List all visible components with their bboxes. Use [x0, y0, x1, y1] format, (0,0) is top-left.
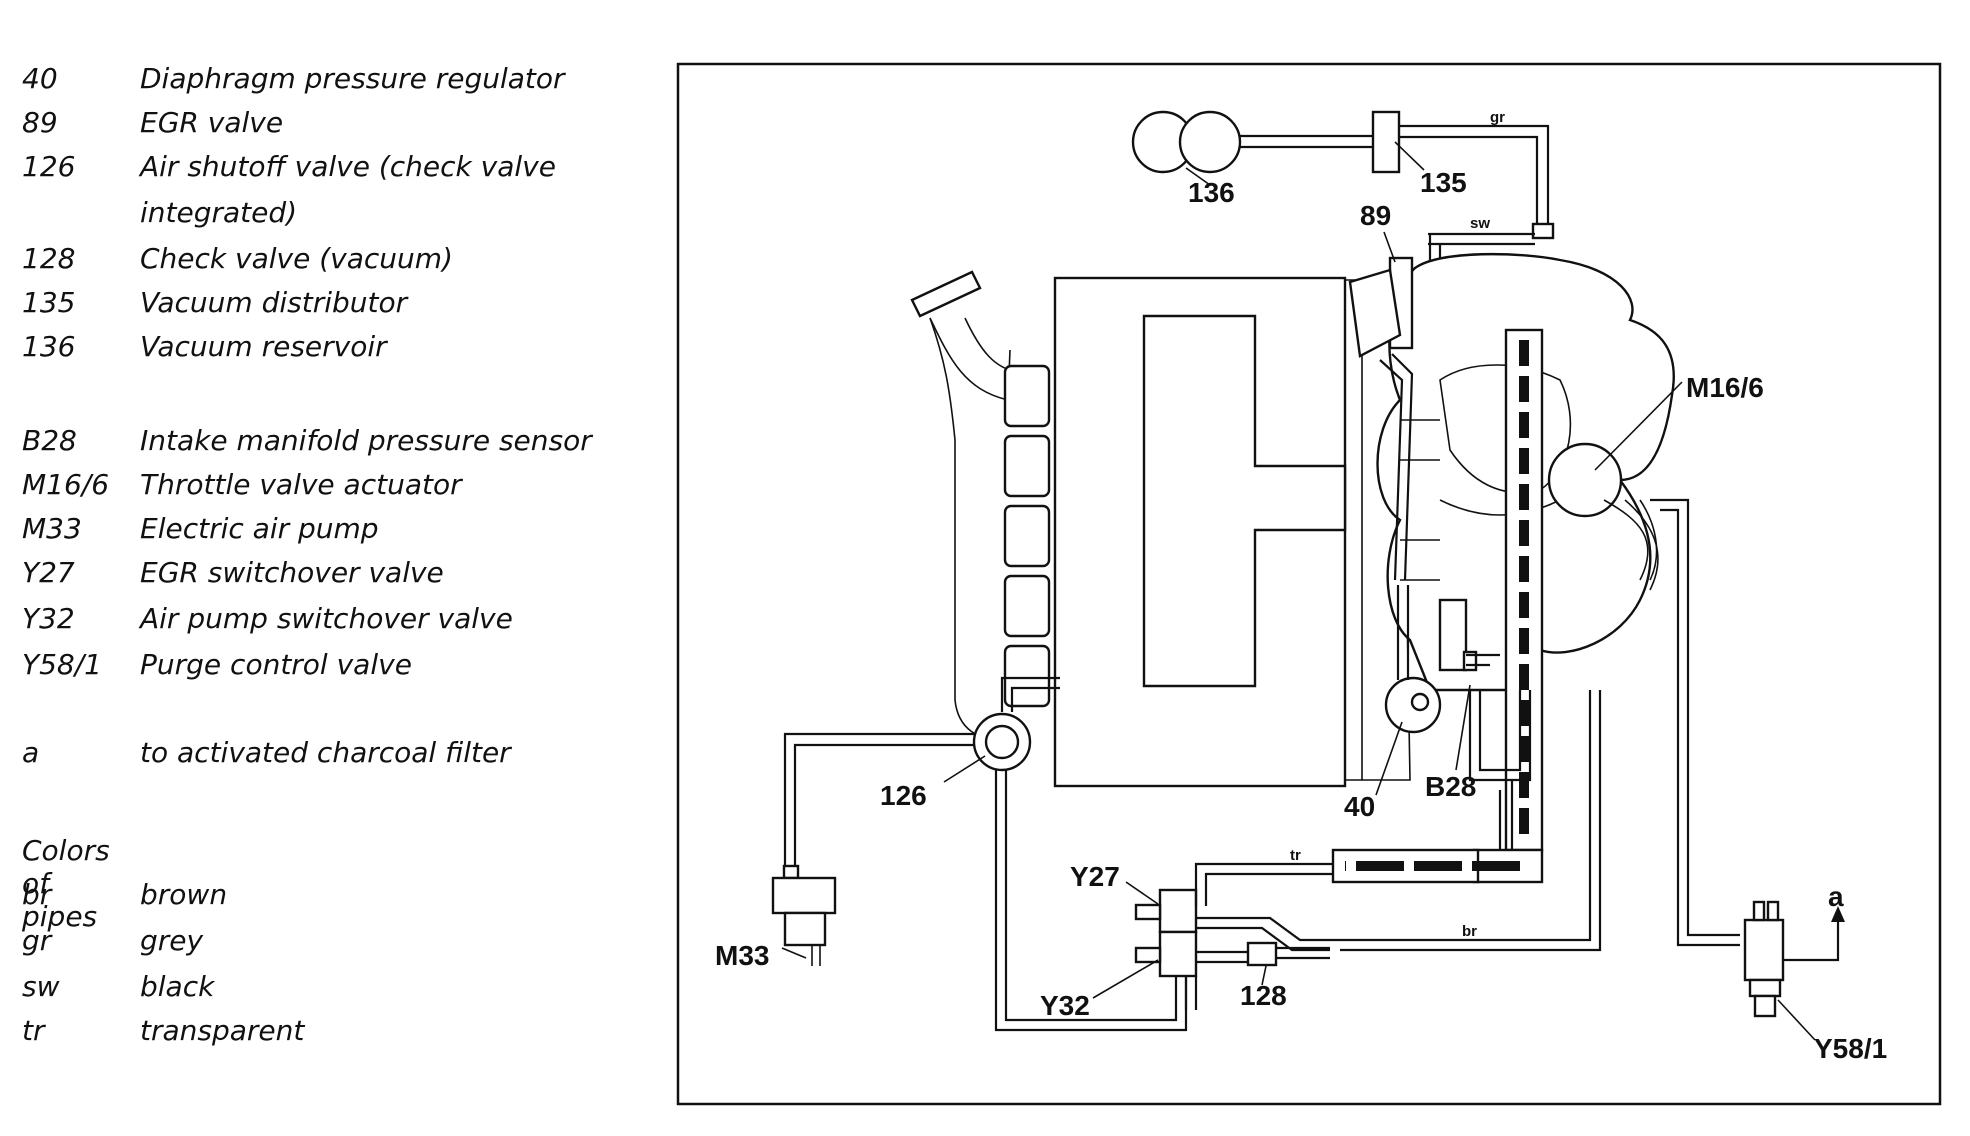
legend-code: B28 — [22, 424, 77, 457]
legend-desc: black — [140, 970, 215, 1003]
vacuum-reservoir-136 — [1131, 110, 1242, 174]
legend-desc: grey — [140, 924, 204, 957]
pipe-br-right — [1330, 690, 1602, 952]
pressure-sensor-b28 — [1438, 598, 1500, 672]
legend-code: Y27 — [22, 556, 75, 589]
legend-code: Y58/1 — [22, 648, 102, 681]
label-89: 89 — [1360, 200, 1391, 231]
legend-desc: EGR switchover valve — [140, 556, 444, 589]
leader-lines — [781, 141, 1816, 1041]
pipe-gr-a — [1240, 134, 1372, 149]
legend-desc: integrated) — [140, 196, 298, 229]
pipe-fitting — [1531, 222, 1555, 240]
egr-valve-89 — [1348, 256, 1414, 581]
pipe-gr-b — [1398, 124, 1550, 226]
label-y27: Y27 — [1070, 861, 1120, 892]
label-m33: M33 — [715, 940, 769, 971]
label-m16-6: M16/6 — [1686, 372, 1764, 403]
label-b28: B28 — [1425, 771, 1476, 802]
legend-code: 126 — [22, 150, 76, 183]
legend-code: 89 — [22, 106, 58, 139]
legend-desc: brown — [140, 878, 228, 911]
label-y32: Y32 — [1040, 990, 1090, 1021]
legend-desc: Electric air pump — [140, 512, 379, 545]
legend-desc: Vacuum reservoir — [140, 330, 387, 363]
pipe-loop — [1468, 690, 1532, 782]
label-135: 135 — [1420, 167, 1467, 198]
legend-code: 128 — [22, 242, 76, 275]
legend-desc: Intake manifold pressure sensor — [140, 424, 592, 457]
legend-code: br — [22, 878, 52, 911]
legend-desc: transparent — [140, 1014, 305, 1047]
legend-panel: 40 Diaphragm pressure regulator 89 EGR v… — [0, 0, 640, 1136]
legend-desc: Check valve (vacuum) — [140, 242, 453, 275]
legend-desc: Air shutoff valve (check valve — [140, 150, 556, 183]
pipe-sensor-link — [1498, 780, 1514, 850]
legend-code: tr — [22, 1014, 45, 1047]
legend-code: sw — [22, 970, 60, 1003]
pipe-manifold-vertical — [1331, 328, 1544, 884]
legend-code: 40 — [22, 62, 58, 95]
diagram-frame — [676, 62, 1942, 1106]
pipe-label-br: br — [1462, 923, 1477, 940]
label-128: 128 — [1240, 980, 1287, 1011]
legend-code: a — [22, 736, 40, 769]
legend-desc: Purge control valve — [140, 648, 412, 681]
legend-code: 135 — [22, 286, 76, 319]
pipe-label-gr: gr — [1490, 109, 1505, 126]
legend-heading: Colors of pipes — [22, 834, 110, 933]
pipe-label-tr: tr — [1290, 847, 1301, 864]
legend-code: M33 — [22, 512, 82, 545]
legend-desc: to activated charcoal filter — [140, 736, 511, 769]
air-filter-housing — [910, 270, 1363, 788]
legend-code: gr — [22, 924, 52, 957]
legend-code: M16/6 — [22, 468, 110, 501]
label-a: a — [1828, 881, 1844, 912]
label-136: 136 — [1188, 177, 1235, 208]
switchover-valves-y27-y32 — [1134, 862, 1333, 1010]
legend-code: 136 — [22, 330, 76, 363]
legend-desc: Air pump switchover valve — [140, 602, 513, 635]
legend-desc: Throttle valve actuator — [140, 468, 462, 501]
pipe-label-sw: sw — [1470, 215, 1490, 232]
label-y58-1: Y58/1 — [1814, 1033, 1887, 1064]
label-40: 40 — [1344, 791, 1375, 822]
pressure-regulator-40 — [1384, 585, 1442, 734]
legend-code: Y32 — [22, 602, 75, 635]
purge-control-valve-y58 — [1650, 498, 1845, 1018]
legend-desc: Diaphragm pressure regulator — [140, 62, 565, 95]
electric-air-pump-m33 — [771, 864, 837, 966]
legend-desc: Vacuum distributor — [140, 286, 408, 319]
label-126: 126 — [880, 780, 927, 811]
pipe-sw — [1428, 232, 1535, 246]
legend-desc: EGR valve — [140, 106, 284, 139]
vacuum-distributor-135 — [1371, 110, 1401, 174]
